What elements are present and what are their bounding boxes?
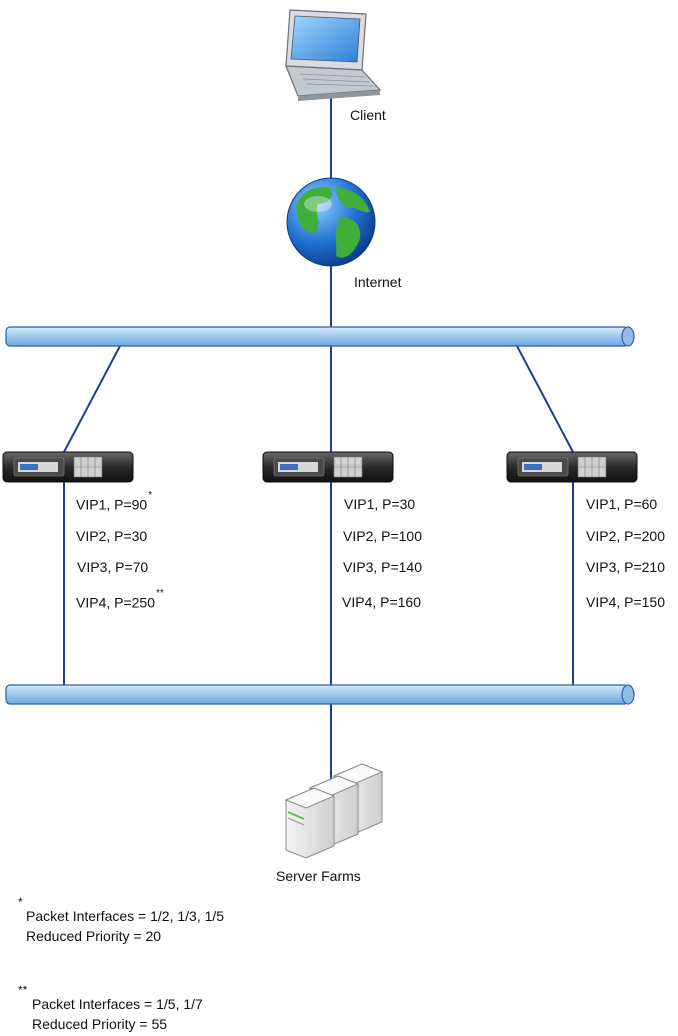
footnote-2: ** Packet Interfaces = 1/5, 1/7 Reduced … <box>18 983 203 1034</box>
appliance-3-vip2: VIP2, P=200 <box>586 528 666 544</box>
connection-lines <box>63 98 574 785</box>
footnote-1-line2: Reduced Priority = 20 <box>26 928 162 944</box>
footnote-2-line1: Packet Interfaces = 1/5, 1/7 <box>32 996 203 1012</box>
appliance-1-vip2: VIP2, P=30 <box>76 528 148 544</box>
footnote-1-mark: * <box>18 895 23 909</box>
appliance-3-vip3: VIP3, P=210 <box>586 559 666 575</box>
globe-icon <box>286 177 376 267</box>
netscaler-appliance-2 <box>262 451 394 483</box>
appliance-2-vip4: VIP4, P=160 <box>342 594 422 610</box>
appliance-1-vip3: VIP3, P=70 <box>77 559 149 575</box>
appliance-2-vip3: VIP3, P=140 <box>343 559 423 575</box>
netscaler-appliance-1 <box>2 451 134 483</box>
footnote-2-mark: ** <box>18 983 28 997</box>
appliance-3-vip1: VIP1, P=60 <box>586 496 658 512</box>
appliance-2-vip1: VIP1, P=30 <box>344 496 416 512</box>
laptop-icon <box>285 9 382 101</box>
client-label: Client <box>350 107 386 123</box>
footnote-2-line2: Reduced Priority = 55 <box>32 1016 168 1032</box>
top-bus-to-appliance-1-link <box>63 345 121 453</box>
appliance-2-vip2: VIP2, P=100 <box>343 528 423 544</box>
server-farms-label: Server Farms <box>276 868 361 884</box>
appliance-3-vip4: VIP4, P=150 <box>586 594 666 610</box>
footnote-1: * Packet Interfaces = 1/2, 1/3, 1/5 Redu… <box>18 895 225 946</box>
bottom-network-bus <box>5 684 635 705</box>
appliance-1-vip4: VIP4, P=250** <box>76 588 164 611</box>
netscaler-appliance-3 <box>506 451 638 483</box>
appliance-1-vip1: VIP1, P=90* <box>76 490 153 513</box>
footnote-1-line1: Packet Interfaces = 1/2, 1/3, 1/5 <box>26 908 225 924</box>
server-farm-icon <box>284 763 384 859</box>
top-bus-to-appliance-3-link <box>516 345 574 453</box>
internet-label: Internet <box>354 274 402 290</box>
top-network-bus <box>5 326 635 347</box>
